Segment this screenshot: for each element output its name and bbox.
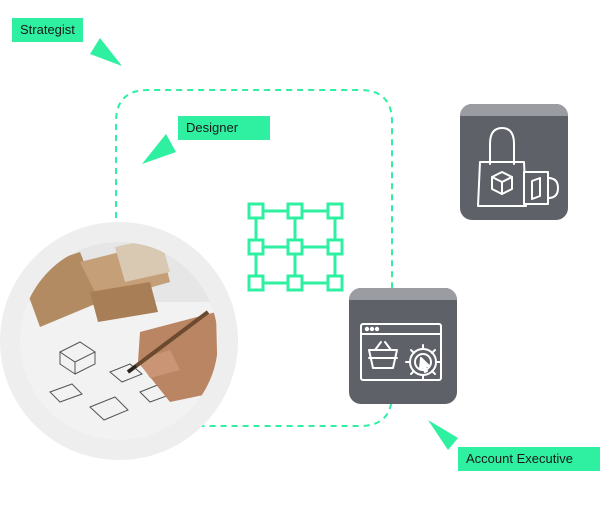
sketch-scene-image (20, 242, 218, 440)
account-executive-label-text: Account Executive (466, 451, 573, 466)
account-executive-label: Account Executive (458, 447, 600, 471)
designer-sketching-photo (20, 242, 218, 440)
merch-card-topbar (460, 104, 568, 116)
dashed-loop-path (115, 89, 393, 427)
ecommerce-card (349, 288, 457, 404)
merch-card (460, 104, 568, 220)
tote-bag-mug-icon (477, 127, 559, 207)
browser-cart-gear-icon (360, 323, 442, 381)
node-grid-icon (247, 202, 344, 292)
strategist-arrow-icon (90, 38, 122, 66)
designer-label: Designer (178, 116, 270, 140)
strategist-label: Strategist (12, 18, 83, 42)
designer-label-text: Designer (186, 120, 239, 135)
strategist-label-text: Strategist (20, 22, 75, 37)
ecommerce-card-topbar (349, 288, 457, 300)
designer-arrow-icon (142, 134, 176, 164)
account-executive-arrow-icon (428, 420, 458, 450)
